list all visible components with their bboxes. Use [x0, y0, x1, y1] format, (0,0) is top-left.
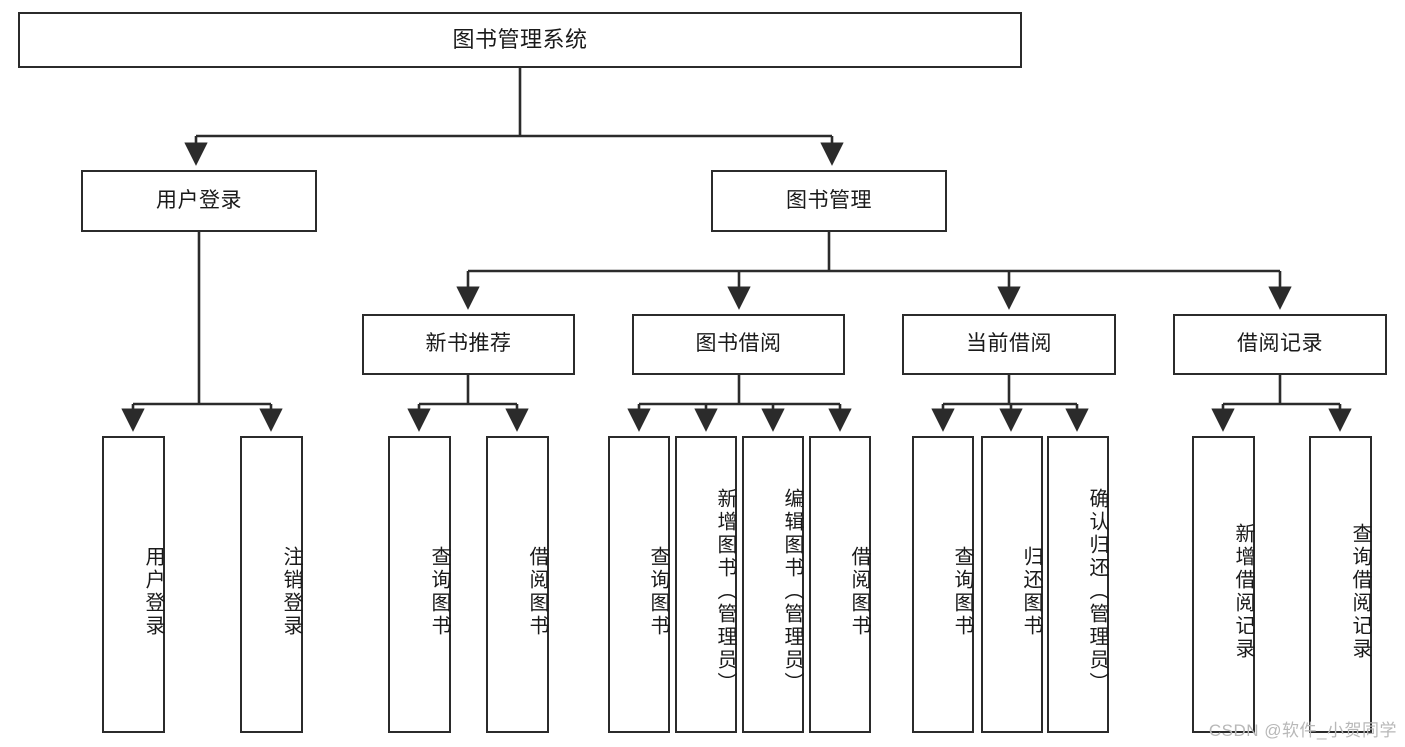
node-label: 查询图书 — [647, 545, 669, 638]
node-user-login[interactable]: 用户登录 — [81, 170, 317, 232]
node-label: 新增图书（管理员） — [714, 488, 736, 695]
node-label: 用户登录 — [142, 545, 164, 638]
watermark-text: CSDN @软件_小贺同学 — [1208, 721, 1397, 740]
leaf-current-confirm-return-admin[interactable]: 确认归还（管理员） — [1047, 436, 1109, 733]
leaf-record-query-record[interactable]: 查询借阅记录 — [1309, 436, 1372, 733]
node-label: 查询图书 — [951, 545, 973, 638]
node-label: 编辑图书（管理员） — [781, 488, 803, 695]
node-label: 借阅记录 — [1237, 332, 1323, 356]
leaf-record-add-record[interactable]: 新增借阅记录 — [1192, 436, 1255, 733]
node-book-borrow[interactable]: 图书借阅 — [632, 314, 845, 375]
leaf-borrow-edit-book-admin[interactable]: 编辑图书（管理员） — [742, 436, 804, 733]
leaf-current-return-book[interactable]: 归还图书 — [981, 436, 1043, 733]
node-root-system[interactable]: 图书管理系统 — [18, 12, 1022, 68]
node-label: 借阅图书 — [526, 545, 548, 638]
node-label: 查询图书 — [428, 545, 450, 638]
leaf-user-login-login[interactable]: 用户登录 — [102, 436, 165, 733]
node-label: 新书推荐 — [425, 332, 512, 356]
leaf-borrow-query-book[interactable]: 查询图书 — [608, 436, 670, 733]
node-label: 查询借阅记录 — [1349, 522, 1371, 661]
leaf-current-query-book[interactable]: 查询图书 — [912, 436, 974, 733]
node-label: 图书管理 — [786, 188, 872, 212]
node-label: 确认归还（管理员） — [1086, 488, 1108, 695]
leaf-new-book-borrow[interactable]: 借阅图书 — [486, 436, 549, 733]
node-borrow-record[interactable]: 借阅记录 — [1173, 314, 1387, 375]
leaf-user-login-logout[interactable]: 注销登录 — [240, 436, 303, 733]
leaf-borrow-add-book-admin[interactable]: 新增图书（管理员） — [675, 436, 737, 733]
leaf-new-book-query[interactable]: 查询图书 — [388, 436, 451, 733]
node-new-book-recommend[interactable]: 新书推荐 — [362, 314, 575, 375]
node-label: 归还图书 — [1020, 545, 1042, 638]
node-current-borrow[interactable]: 当前借阅 — [902, 314, 1116, 375]
node-label: 借阅图书 — [848, 545, 870, 638]
node-label: 注销登录 — [280, 545, 302, 638]
node-label: 图书管理系统 — [452, 27, 588, 53]
node-book-management[interactable]: 图书管理 — [711, 170, 947, 232]
leaf-borrow-borrow-book[interactable]: 借阅图书 — [809, 436, 871, 733]
node-label: 图书借阅 — [695, 332, 782, 356]
node-label: 新增借阅记录 — [1232, 522, 1254, 661]
node-label: 当前借阅 — [966, 332, 1052, 356]
node-label: 用户登录 — [156, 188, 242, 212]
